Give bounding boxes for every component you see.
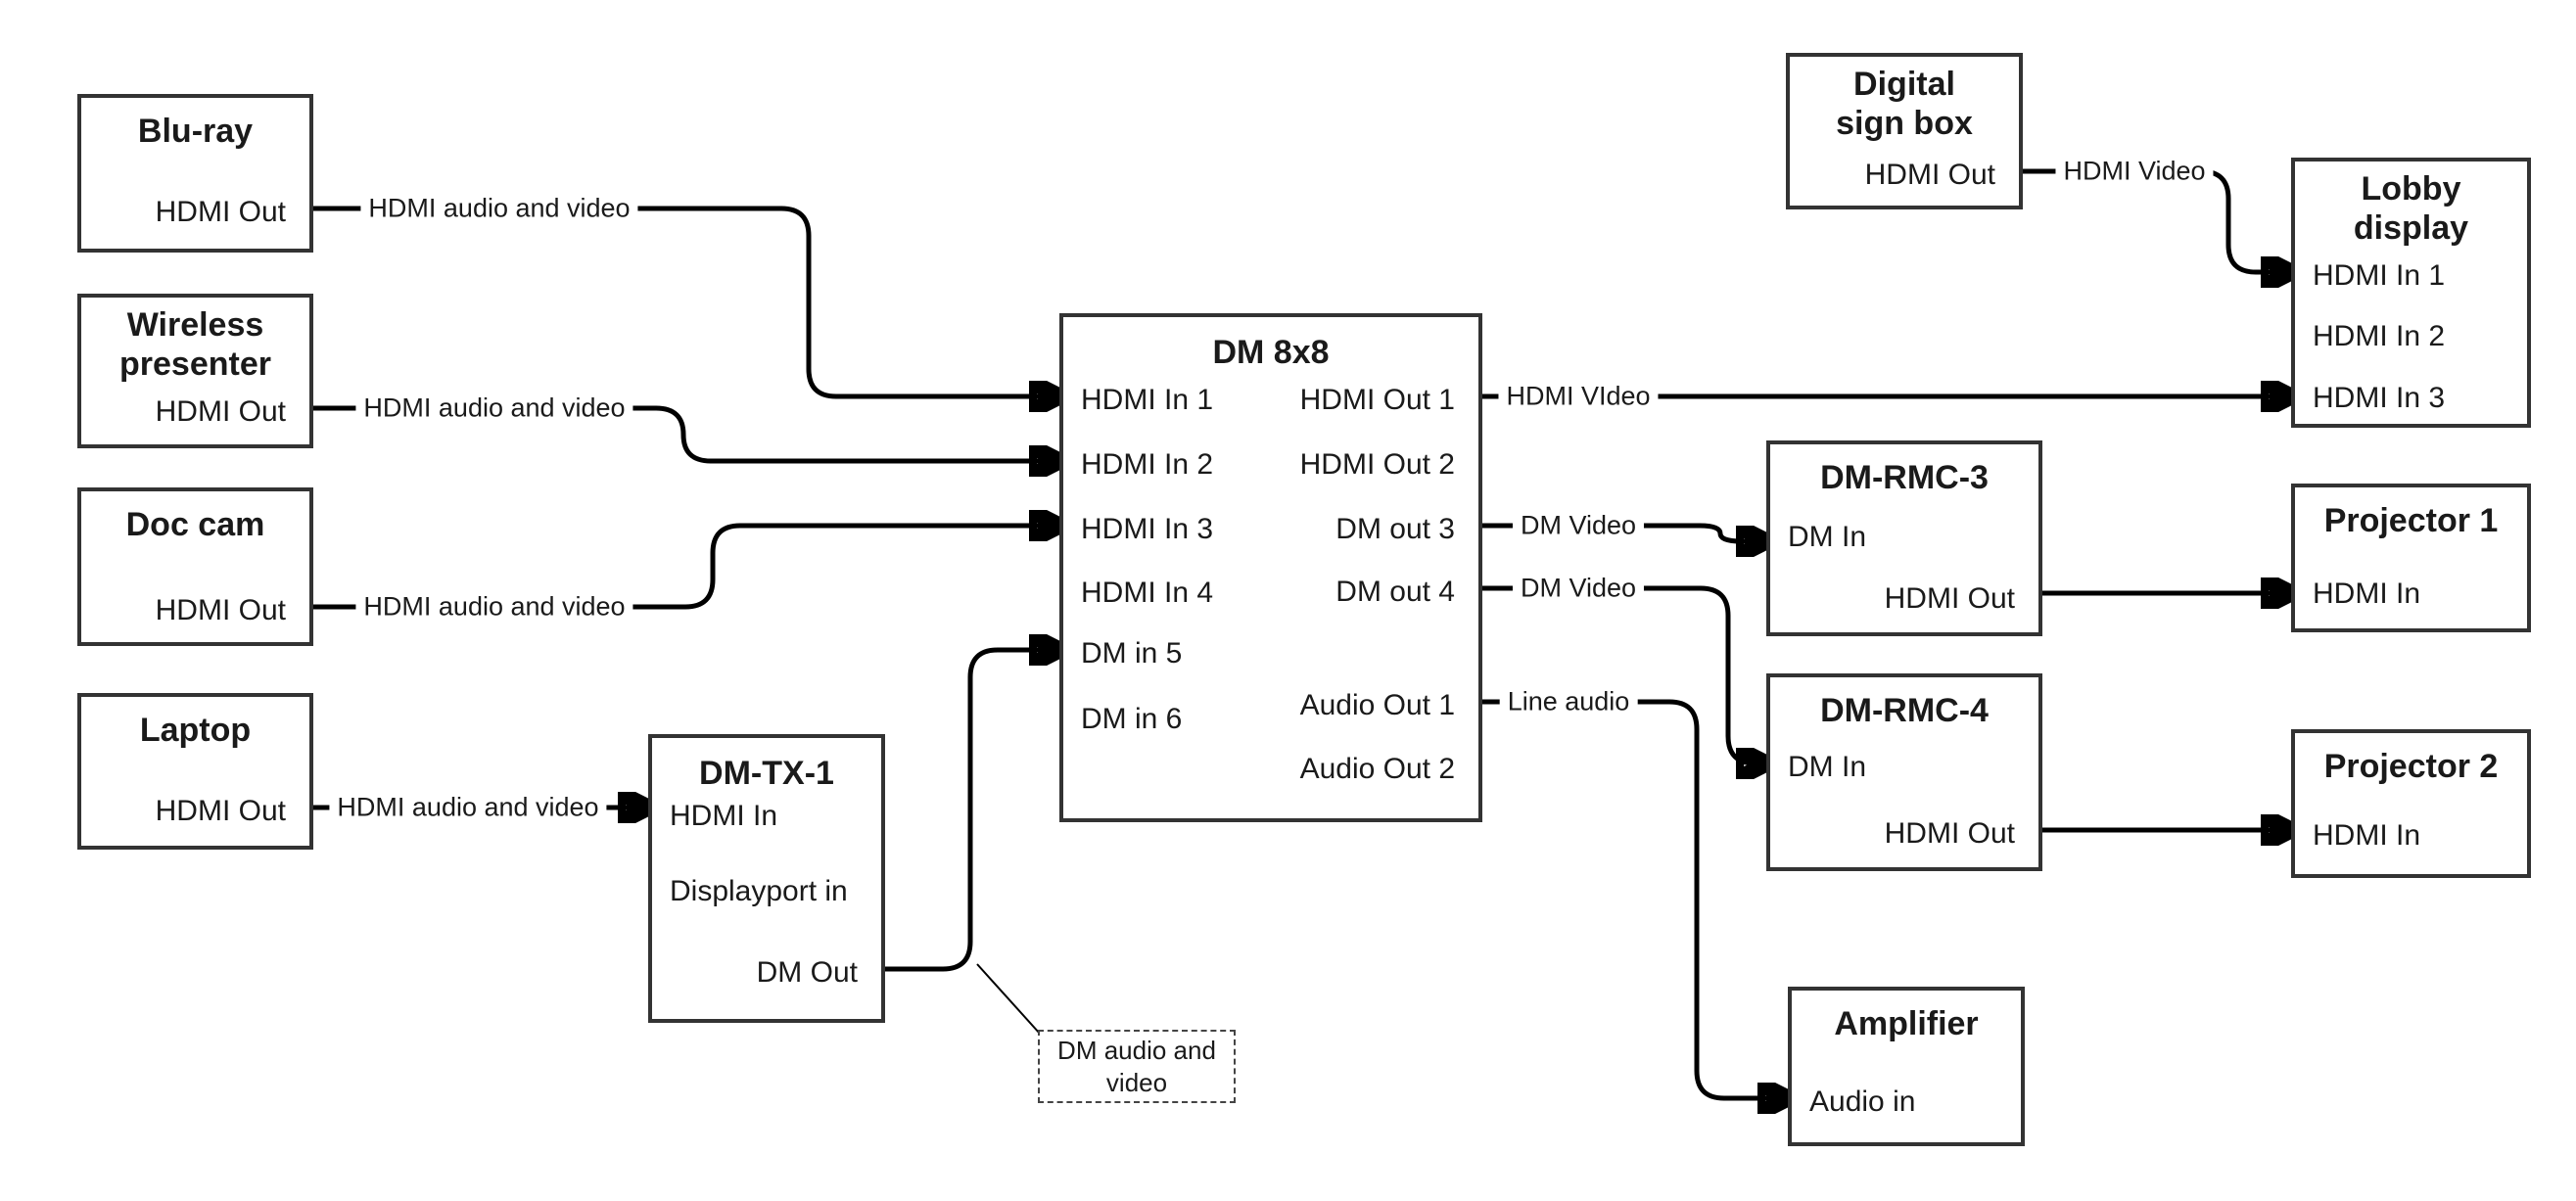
port-hdmi-in-2: HDMI In 2 <box>2313 320 2446 352</box>
port-hdmi-in-3: HDMI In 3 <box>2313 382 2446 414</box>
port-displayport-in: Displayport in <box>670 875 848 907</box>
device-laptop: Laptop HDMI Out <box>77 693 313 850</box>
port-dm-out: DM Out <box>756 956 858 989</box>
device-dm-tx-1: DM-TX-1 HDMI In Displayport in DM Out <box>648 734 885 1023</box>
device-title: Blu-ray <box>137 113 254 150</box>
note-callout-line <box>976 963 1041 1035</box>
port-hdmi-in-1: HDMI In 1 <box>1081 384 1214 416</box>
port-hdmi-out: HDMI Out <box>155 395 286 428</box>
connection-wireless-to-dm8x8-in2 <box>313 405 1057 461</box>
cable-label-bluray-av: HDMI audio and video <box>360 191 638 226</box>
port-hdmi-out: HDMI Out <box>1884 817 2015 850</box>
device-doc-cam: Doc cam HDMI Out <box>77 487 313 646</box>
cable-label-laptop-av: HDMI audio and video <box>329 790 607 825</box>
cable-label-line-audio: Line audio <box>1499 684 1638 719</box>
connection-dm8x8-out3-to-rmc3 <box>1482 523 1764 541</box>
port-audio-in: Audio in <box>1809 1086 1916 1118</box>
device-dm-rmc-4: DM-RMC-4 DM In HDMI Out <box>1766 673 2042 871</box>
connection-bluray-to-dm8x8-in1 <box>313 206 1057 396</box>
note-dm-audio-video: DM audio and video <box>1038 1030 1236 1103</box>
cable-label-wireless-av: HDMI audio and video <box>355 391 633 426</box>
device-amplifier: Amplifier Audio in <box>1788 987 2025 1146</box>
port-dm-out-4: DM out 4 <box>1335 576 1455 608</box>
port-audio-out-1: Audio Out 1 <box>1299 689 1455 721</box>
device-title: DM-RMC-3 <box>1820 459 1989 496</box>
device-title: Wireless presenter <box>119 306 271 384</box>
cable-label-hdmi-video-out1: HDMI VIdeo <box>1498 379 1659 414</box>
cable-label-signbox-hdmi-video: HDMI Video <box>2055 154 2214 189</box>
port-dm-in: DM In <box>1788 751 1867 783</box>
connection-dm8x8-out4-to-rmc4 <box>1482 585 1764 763</box>
port-hdmi-in: HDMI In <box>2313 819 2421 852</box>
cable-label-dm-video-out3: DM Video <box>1512 508 1645 543</box>
device-bluray: Blu-ray HDMI Out <box>77 94 313 253</box>
port-dm-out-3: DM out 3 <box>1335 513 1455 545</box>
cable-label-doccam-av: HDMI audio and video <box>355 589 633 624</box>
device-title: Digital sign box <box>1836 66 1973 143</box>
port-dm-in-6: DM in 6 <box>1081 703 1183 735</box>
port-audio-out-2: Audio Out 2 <box>1299 753 1455 785</box>
port-hdmi-in-1: HDMI In 1 <box>2313 259 2446 292</box>
port-hdmi-in: HDMI In <box>670 800 778 832</box>
device-title: DM-RMC-4 <box>1820 692 1989 729</box>
device-dm-8x8: DM 8x8 HDMI In 1 HDMI In 2 HDMI In 3 HDM… <box>1059 313 1482 822</box>
port-hdmi-in: HDMI In <box>2313 577 2421 610</box>
device-title: Lobby display <box>2353 170 2469 248</box>
device-projector-1: Projector 1 HDMI In <box>2291 484 2531 632</box>
port-hdmi-in-2: HDMI In 2 <box>1081 448 1214 481</box>
port-hdmi-out: HDMI Out <box>155 196 286 228</box>
connection-dm8x8-audio1-to-amplifier <box>1482 699 1786 1098</box>
port-dm-in-5: DM in 5 <box>1081 637 1183 670</box>
port-hdmi-out-2: HDMI Out 2 <box>1299 448 1455 481</box>
device-title: DM 8x8 <box>1212 334 1330 371</box>
device-title: Amplifier <box>1834 1005 1979 1042</box>
port-hdmi-in-4: HDMI In 4 <box>1081 577 1214 609</box>
connection-doccam-to-dm8x8-in3 <box>313 526 1057 610</box>
device-title: DM-TX-1 <box>699 755 834 792</box>
device-title: Projector 2 <box>2323 748 2499 785</box>
device-projector-2: Projector 2 HDMI In <box>2291 729 2531 878</box>
device-title: Laptop <box>139 712 252 749</box>
device-title: Projector 1 <box>2323 502 2499 539</box>
device-title: Doc cam <box>125 506 265 543</box>
port-hdmi-out-1: HDMI Out 1 <box>1299 384 1455 416</box>
port-dm-in: DM In <box>1788 521 1867 553</box>
cable-label-dm-video-out4: DM Video <box>1512 571 1645 606</box>
port-hdmi-in-3: HDMI In 3 <box>1081 513 1214 545</box>
port-hdmi-out: HDMI Out <box>155 594 286 626</box>
device-wireless-presenter: Wireless presenter HDMI Out <box>77 294 313 448</box>
device-digital-sign-box: Digital sign box HDMI Out <box>1786 53 2023 209</box>
port-hdmi-out: HDMI Out <box>1884 582 2015 615</box>
port-hdmi-out: HDMI Out <box>1864 159 1995 191</box>
port-hdmi-out: HDMI Out <box>155 795 286 827</box>
device-lobby-display: Lobby display HDMI In 1 HDMI In 2 HDMI I… <box>2291 158 2531 428</box>
connection-dmtx1-to-dm8x8-in5 <box>885 650 1057 972</box>
device-dm-rmc-3: DM-RMC-3 DM In HDMI Out <box>1766 440 2042 636</box>
